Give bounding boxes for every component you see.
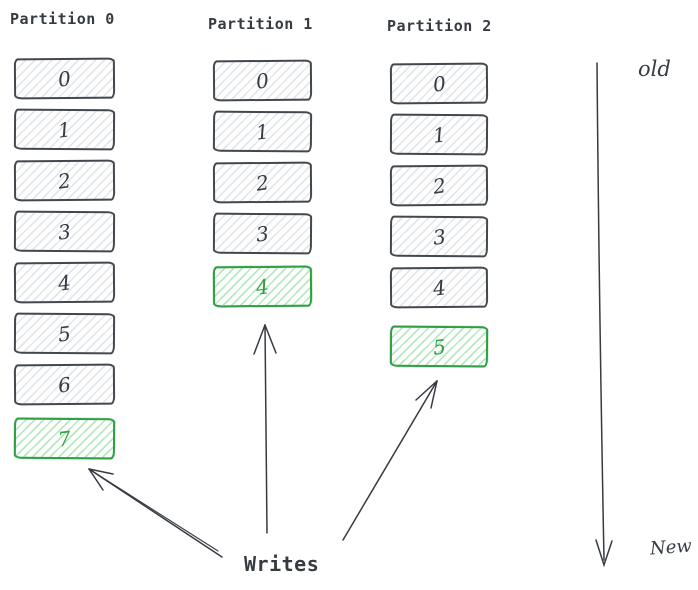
log-entry-offset: 3 <box>254 220 271 247</box>
log-entry: 3 <box>212 212 313 255</box>
log-entry: 4 <box>13 261 116 304</box>
log-entry: 3 <box>389 215 489 258</box>
log-entry-new: 4 <box>212 265 313 308</box>
timeline-arrow <box>595 62 613 568</box>
log-entry-offset: 2 <box>254 169 271 196</box>
log-entry-offset: 2 <box>431 172 447 199</box>
log-entry-new: 7 <box>13 417 116 460</box>
log-entry: 0 <box>13 57 116 100</box>
log-entry-offset: 4 <box>254 273 271 300</box>
log-entry-offset: 7 <box>56 425 73 452</box>
writes-arrow-partition0 <box>88 468 223 558</box>
log-entry-offset: 4 <box>56 269 73 296</box>
log-entry-offset: 1 <box>254 118 271 145</box>
log-entry: 1 <box>13 108 116 151</box>
log-entry: 6 <box>13 363 116 406</box>
partition-2-cells: 0 1 2 3 4 5 <box>389 62 489 368</box>
writes-arrow-partition2 <box>342 380 438 541</box>
log-entry-offset: 1 <box>56 116 73 143</box>
writes-label: Writes <box>244 552 320 576</box>
log-entry-offset: 5 <box>56 320 73 347</box>
partition-0-title: Partition 0 <box>10 10 115 28</box>
log-entry: 5 <box>13 312 116 355</box>
log-entry-offset: 6 <box>56 371 73 398</box>
log-entry: 1 <box>389 113 489 156</box>
log-entry-offset: 0 <box>56 65 73 92</box>
log-entry-new: 5 <box>389 325 489 368</box>
partition-1-title: Partition 1 <box>208 15 313 33</box>
log-entry: 2 <box>13 159 116 202</box>
timeline-new-label: New <box>649 535 693 560</box>
log-entry-offset: 1 <box>431 121 447 148</box>
log-entry-offset: 3 <box>431 223 447 250</box>
log-entry: 3 <box>13 210 116 253</box>
log-entry-offset: 0 <box>431 70 447 97</box>
log-entry: 0 <box>389 62 489 105</box>
partition-2-title: Partition 2 <box>387 17 492 35</box>
log-entry-offset: 0 <box>254 67 271 94</box>
log-entry-offset: 4 <box>431 274 447 301</box>
log-entry: 0 <box>212 59 313 102</box>
partition-1-cells: 0 1 2 3 4 <box>212 59 313 308</box>
log-entry-offset: 3 <box>56 218 73 245</box>
log-entry: 2 <box>389 164 489 207</box>
log-entry: 4 <box>389 266 489 309</box>
timeline-old-label: old <box>638 57 671 81</box>
log-entry: 2 <box>212 161 313 204</box>
partition-0-cells: 0 1 2 3 4 5 6 7 <box>13 57 116 460</box>
log-entry-offset: 2 <box>56 167 73 194</box>
log-entry-offset: 5 <box>431 333 447 360</box>
writes-arrow-partition1 <box>253 324 277 534</box>
log-entry: 1 <box>212 110 313 153</box>
